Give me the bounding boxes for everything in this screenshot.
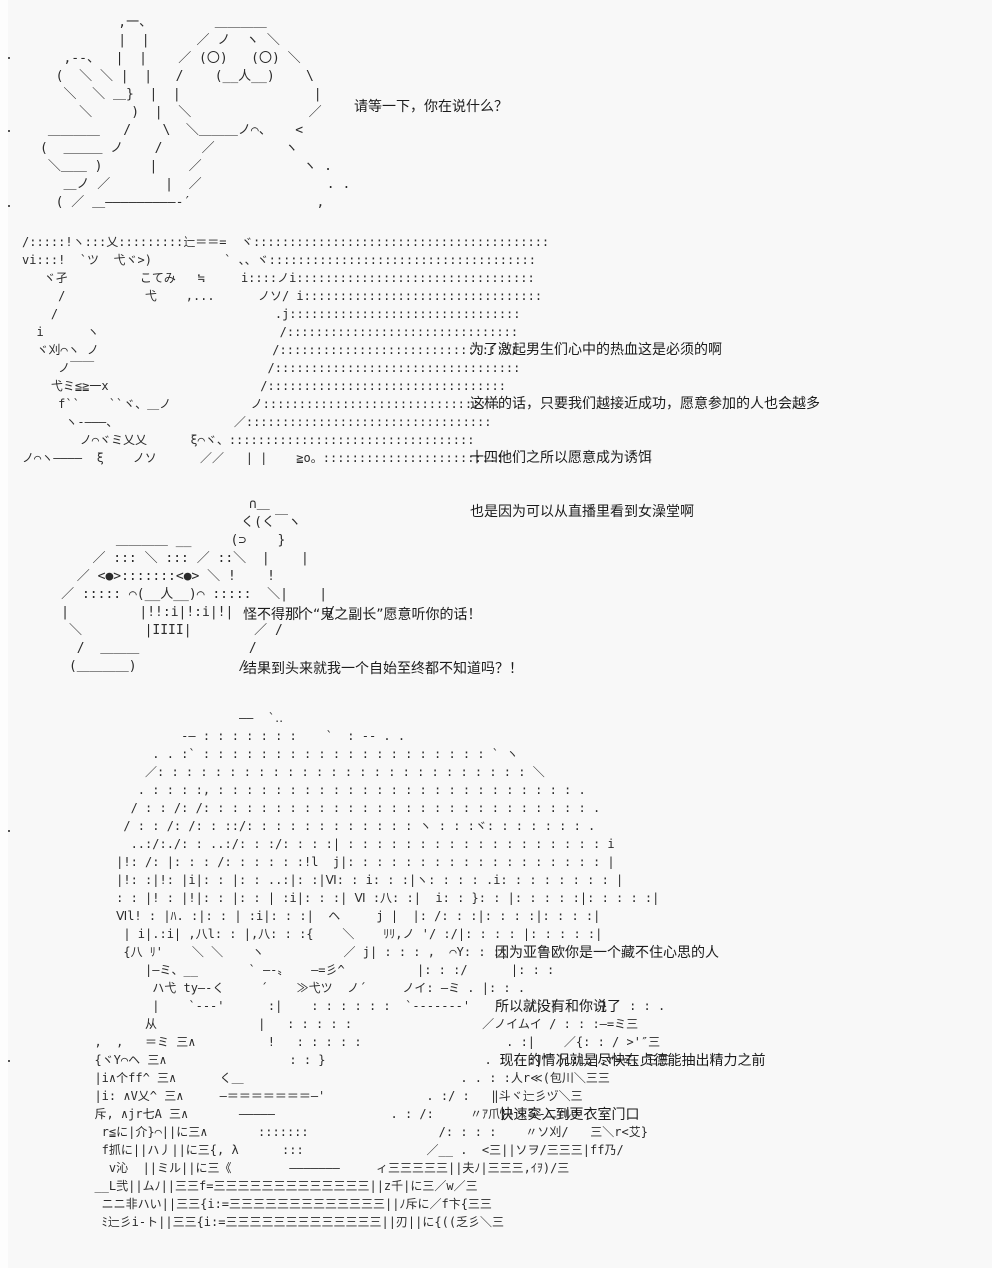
dialogue-line: 所以就没有和你说了 (495, 999, 621, 1015)
art-line: /:::::!ヽ:::乂:::::::::辷＝＝= ヾ:::::::::::::… (22, 235, 550, 249)
art-line: く(く￣ヽ (22, 515, 301, 530)
art-line: ノ⌒ヽ―――― ξ ノソ ／／ | | ≧o。:::::::::::::::::… (22, 451, 504, 465)
art-line: | |!!:i|!:i|!| | / (22, 605, 336, 620)
art-line: ハ弋 ty―-く ´ ≫弋ツ ノ´ ノイ: ―ミ . |: : . (80, 981, 526, 995)
art-line: ノ￣￣ /:::::::::::::::::::::::::::::::::: (22, 361, 521, 375)
art-line: i ヽ /:::::::::::::::::::::::::::::::: (22, 325, 519, 339)
art-line: ／ <●>:::::::<●> ＼ ! ! (22, 569, 275, 584)
art-line: ＿＿＿＿ / \ ＼＿＿＿ノ⌒、 < (40, 123, 304, 138)
art-line: ‐― : : : : : : : ` : ‐‐ . . (80, 729, 406, 743)
art-line: | i|.:i| ,八l: : |,八: : :{ ＼ ﾘﾘ,ノ '/ :/|:… (80, 927, 603, 941)
ascii-art-shocked-character: ∩＿ く(く￣ヽ ＿＿＿＿ __ (⊃ } ／ ::: ＼ ::: ／ ::＼ … (22, 496, 335, 676)
art-line: ―― `‥ (80, 711, 284, 725)
art-line: / : : /: /: : ::/: : : : : : : : : : : :… (80, 819, 596, 833)
art-line: ノ⌒ヾミ乂乂 ξ⌒ヾ、:::::::::::::::::::::::::::::… (22, 433, 475, 447)
art-line: / 弋 ,... ノソ/ i::::::::::::::::::::::::::… (22, 289, 543, 303)
art-line: ＼＿＿ ) | ／ ヽ . (40, 159, 332, 174)
art-line: ヾ孑 こてみ ≒ i::::ノi::::::::::::::::::::::::… (22, 271, 535, 285)
art-line: | | ／ ノ ヽ ＼ (40, 33, 280, 48)
art-line: | `‐‐‐' :| : : : : : : `‐‐‐‐‐‐‐' ./| | }… (80, 999, 666, 1013)
art-line: ..:/:./: : ..:/: : :/: : : :| : : : : : … (80, 837, 615, 851)
speech-text: 因为亚鲁欧你是一个藏不住心思的人 所以就没有和你说了 现在的情况就是尽快在贞德能… (495, 908, 765, 1160)
art-line: 弋ミ≦≧一x /::::::::::::::::::::::::::::::::… (22, 379, 506, 393)
dialogue-line: 快速突入到更衣室门口 (495, 1107, 640, 1123)
art-line: {ヾY⌒ヘ 三∧ : : } . : : :|"`|i:i:|,r=ミ、三三 (80, 1053, 670, 1067)
art-line: |i: ∧V乂^ 三∧ ―＝＝＝＝＝＝＝―' . :/ : ‖斗ヾ辷彡ヅ＼三 (80, 1089, 583, 1103)
art-line: {八 ﾘ' ＼ ＼ ヽ ／ j| : : : , ⌒Y: : :| (80, 945, 508, 959)
panel-3: ∩＿ く(く￣ヽ ＿＿＿＿ __ (⊃ } ／ ::: ＼ ::: ／ ::＼ … (0, 490, 992, 690)
ascii-art-hooded-character: ―― `‥ ‐― : : : : : : : ` : ‐‐ . . . . :`… (80, 709, 670, 1231)
ascii-art-speaking-character: /:::::!ヽ:::乂:::::::::辷＝＝= ヾ:::::::::::::… (22, 233, 549, 467)
art-line: (＿＿＿＿) / (22, 659, 247, 674)
margin-mark (8, 830, 10, 832)
speech-text: 怪不得那个“鬼之副长”愿意听你的话！ 结果到头来就我一个自始至终都不知道吗？！ (243, 570, 523, 714)
art-line: . : : : :, : : : : : : : : : : : : : : :… (80, 783, 586, 797)
art-line: ヾ刈⌒ヽ ノ /::::::::::::::::::::::::::::::::… (22, 343, 518, 357)
art-line: ∩＿ (22, 497, 270, 512)
art-line: |―ミ、__ ` ―‐〟 ―=彡^ |: : :/ |: : : (80, 963, 555, 977)
dialogue-line: 也是因为可以从直播里看到女澡堂啊 (470, 504, 694, 520)
panel-2: /:::::!ヽ:::乂:::::::::辷＝＝= ヾ:::::::::::::… (0, 225, 992, 520)
art-line: ( ＿＿＿ ノ / ／ ヽ (40, 141, 299, 156)
speech-text: 请等一下，你在说什么？ (354, 62, 508, 152)
art-line: f`` ``ヾ、＿ノ ノ::::::::::::::::::::::::::::… (22, 397, 502, 411)
art-line: ／: : : : : : : : : : : : : : : : : : : :… (80, 765, 545, 779)
art-line: : : |! : |!|: : |: : | :i|: : :| Ⅵ :八: :… (80, 891, 660, 905)
art-line: ／ ::: ＼ ::: ／ ::＼ | | (22, 551, 309, 566)
art-line: ＿＿＿＿ __ (⊃ } (22, 533, 286, 548)
margin-mark (8, 57, 10, 59)
art-line: f抓に||ハ丿||に三{, λ ::: ／__ . <三||ソヲ/三三三|ff乃… (80, 1143, 624, 1157)
speech-text: 为了激起男生们心中的热血这是必须的啊 这样的话，只要我们越接近成功，愿意参加的人… (470, 305, 820, 557)
page-left-margin (0, 0, 8, 1268)
dialogue-line: 请等一下，你在说什么？ (354, 99, 508, 115)
art-line: r≦に|介}⌒||に三∧ ::::::: /: : : : 〃ソ刈/ 三＼r<艾… (80, 1125, 648, 1139)
art-line: ヽ-―――、 ／::::::::::::::::::::::::::::::::… (22, 415, 492, 429)
panel-4: ―― `‥ ‐― : : : : : : : ` : ‐‐ . . . . :`… (0, 705, 992, 1265)
art-line: v沁 ||ミル||に三《 ――――――― ィ三三三三三||夫ﾉ|三三三,ｲｦ)/… (80, 1161, 570, 1175)
art-line: Ⅵl! : |ﾊ. :|: : | :i|: : :| ヘ j | |: /: … (80, 909, 601, 923)
margin-mark (8, 130, 10, 132)
ascii-art-waving-character: ,一、 ＿＿＿＿ | | ／ ノ ヽ ＼ ,--、 | | ／ (〇) (〇) … (40, 14, 350, 212)
art-line: ニニ非ハい||三三{i:=三三三三三三三三三三三三三||ﾉ斥に／f卞{三三 (80, 1197, 492, 1211)
dialogue-line: 因为亚鲁欧你是一个藏不住心思的人 (495, 945, 719, 961)
art-line: vi:::! `ツ 弋ヾ>) ` 、、ヾ::::::::::::::::::::… (22, 253, 536, 267)
dialogue-line: 这样的话，只要我们越接近成功，愿意参加的人也会越多 (470, 396, 820, 412)
margin-mark (8, 205, 10, 207)
art-line: ＼ ＼ ＿} | | | (40, 87, 322, 102)
art-line: 斥, ∧jr七A 三∧ ――――― . : /: 〃ｱ爪}!＼ミ‐ニrﾙヽ (80, 1107, 583, 1121)
art-line: |i∧个ff^ 三∧ く＿ . . : :人r≪(包川＼三三 (80, 1071, 610, 1085)
art-line: ﾐ辷彡i‐ト||三三{i:=三三三三三三三三三三三三三||刃||に{((乏彡＼三 (80, 1215, 505, 1229)
art-line: |!: /: |: : : /: : : : : :!l j|: : : : :… (80, 855, 615, 869)
art-line: __L弐||ムﾉ||三三f=三三三三三三三三三三三三三||z千|に三／w／三 (80, 1179, 478, 1193)
dialogue-line: 怪不得那个“鬼之副长”愿意听你的话！ (243, 607, 482, 623)
art-line: ＿ノ ／ | ／ . . (40, 177, 351, 192)
art-line: |!: :|!: |i|: : |: : ..:|: :|Ⅵ: : i: : :… (80, 873, 624, 887)
art-line: / ＿＿＿ / (22, 641, 257, 656)
art-line: / .j:::::::::::::::::::::::::::::::: (22, 307, 521, 321)
dialogue-line: 十四他们之所以愿意成为诱饵 (470, 450, 652, 466)
margin-mark (8, 1060, 10, 1062)
panel-1: ,一、 ＿＿＿＿ | | ／ ノ ヽ ＼ ,--、 | | ／ (〇) (〇) … (0, 0, 992, 210)
art-line: ( ＼ ＼ | | / (__人__) \ (40, 69, 314, 84)
dialogue-line: 现在的情况就是尽快在贞德能抽出精力之前 (495, 1053, 766, 1069)
dialogue-line: 为了激起男生们心中的热血这是必须的啊 (470, 342, 722, 358)
art-line: / : : /: /: : : : : : : : : : : : : : : … (80, 801, 601, 815)
art-line: ( ／ ＿―――――――――‐′ , (40, 195, 325, 210)
art-line: ＼ |IIII| ／ / (22, 623, 283, 638)
art-line: ,一、 ＿＿＿＿ (40, 15, 267, 30)
art-line: , , ＝ミ 三∧ ! : : : : : . :| ／{: : / >'″三 (80, 1035, 661, 1049)
art-line: ／ ::::: ⌒(__人__)⌒ ::::: ＼| | (22, 587, 328, 602)
art-line: ,--、 | | ／ (〇) (〇) ＼ (40, 51, 301, 66)
dialogue-line: 结果到头来就我一个自始至终都不知道吗？！ (243, 661, 523, 677)
art-line: ＼ ) | ＼ ／ (40, 105, 322, 120)
art-line: 从 | : : : : : ／ノイムイ / : : :―=ミ三 (80, 1017, 639, 1031)
art-line: . . :` : : : : : : : : : : : : : : : : :… (80, 747, 519, 761)
